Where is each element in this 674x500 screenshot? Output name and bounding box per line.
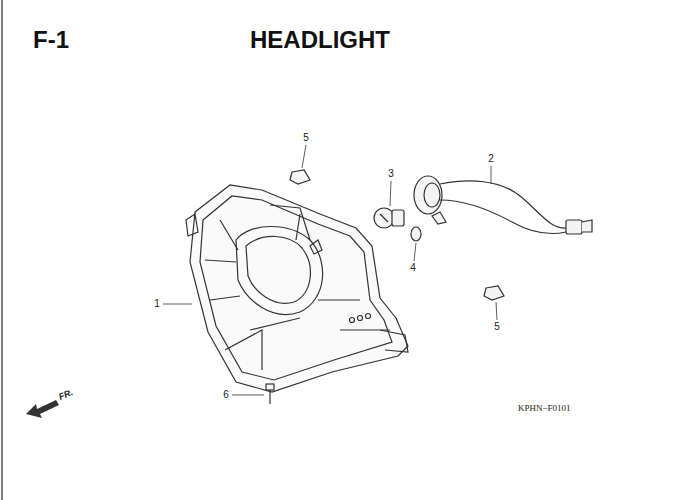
front-arrow <box>26 400 59 418</box>
callout-number: 6 <box>223 390 229 400</box>
callout-number: 5 <box>494 322 500 332</box>
headlight-unit <box>186 185 408 392</box>
socket-wire <box>414 176 592 234</box>
callout-number: 5 <box>303 133 309 143</box>
bulb <box>374 208 404 228</box>
page-title: HEADLIGHT <box>250 28 390 52</box>
callout-number: 1 <box>154 299 160 309</box>
section-code: F-1 <box>33 28 69 52</box>
page-border <box>1 0 3 500</box>
callout-number: 3 <box>388 169 394 179</box>
diagram-code: KPHN−F0101 <box>518 404 571 413</box>
front-marker: FR. <box>58 388 75 402</box>
clips-grommet-screw <box>266 170 504 404</box>
leader-lines <box>163 145 497 395</box>
callout-number: 2 <box>488 154 494 164</box>
callout-number: 4 <box>410 263 416 273</box>
